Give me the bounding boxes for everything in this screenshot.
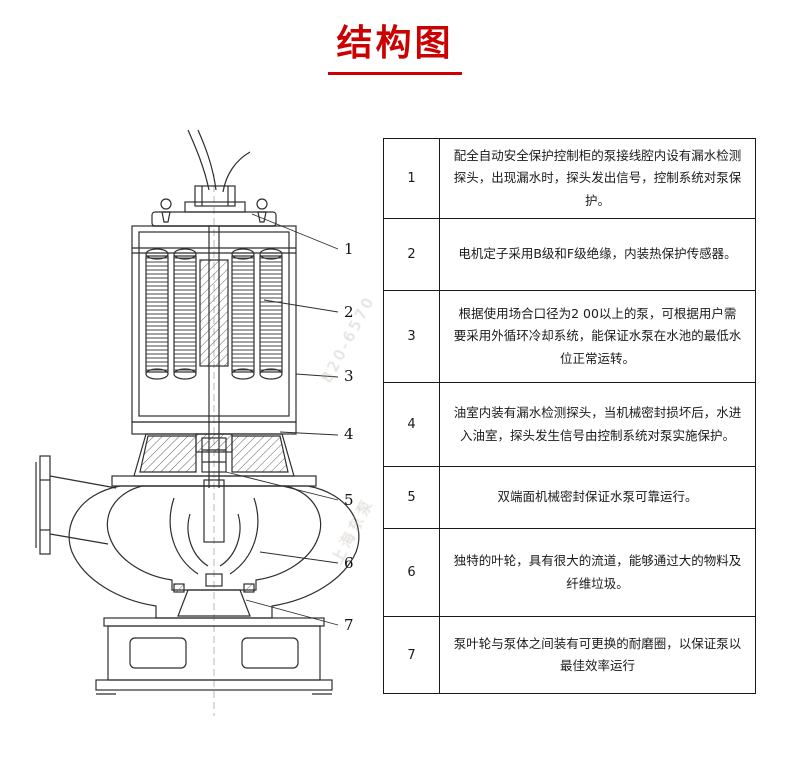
row-number-cell: 6 <box>384 529 440 616</box>
part-number-5: 5 <box>344 491 354 509</box>
part-number-3: 3 <box>344 367 354 385</box>
table-row: 6 独特的叶轮，具有很大的流道，能够通过大的物料及纤维垃圾。 <box>384 529 755 617</box>
row-text-cell: 独特的叶轮，具有很大的流道，能够通过大的物料及纤维垃圾。 <box>453 553 742 591</box>
oil-chamber <box>133 433 295 477</box>
pump-drawing: 1 2 3 4 5 6 7 <box>35 129 360 716</box>
power-cable <box>187 129 251 193</box>
leader-lines <box>225 213 339 626</box>
discharge-flange <box>35 455 117 555</box>
row-number-cell: 1 <box>384 139 440 218</box>
title-underline <box>328 72 462 75</box>
table-row: 4 油室内装有漏水检测探头，当机械密封损坏后，水进入油室，探头发生信号由控制系统对… <box>384 383 755 467</box>
row-number-cell: 4 <box>384 383 440 466</box>
row-number-cell: 7 <box>384 617 440 693</box>
part-number-6: 6 <box>344 554 354 572</box>
row-text-cell: 根据使用场合口径为2 00以上的泵，可根据用户需要采用外循环冷却系统，能保证水泵… <box>453 306 742 366</box>
impeller <box>169 479 259 587</box>
table-row: 2 电机定子采用B级和F级绝缘，内装热保护传感器。 <box>384 219 755 291</box>
suction-mouth <box>173 583 255 617</box>
row-text-cell: 泵叶轮与泵体之间装有可更换的耐磨圈，以保证泵以最佳效率运行 <box>453 635 742 673</box>
shaft <box>199 226 229 488</box>
row-text-cell: 电机定子采用B级和F级绝缘，内装热保护传感器。 <box>458 246 737 262</box>
row-text-cell: 油室内装有漏水检测探头，当机械密封损坏后，水进入油室，探头发生信号由控制系统对泵… <box>453 405 742 443</box>
part-number-7: 7 <box>344 616 354 634</box>
row-number-cell: 3 <box>384 291 440 382</box>
row-text-cell: 双端面机械密封保证水泵可靠运行。 <box>497 489 698 505</box>
part-number-1: 1 <box>344 240 354 258</box>
page-title: 结构图 <box>336 23 454 64</box>
mechanical-seal <box>201 437 227 473</box>
terminal-box <box>184 185 246 213</box>
table-row: 5 双端面机械密封保证水泵可靠运行。 <box>384 467 755 529</box>
part-number-2: 2 <box>344 303 354 321</box>
stator-winding <box>145 248 283 380</box>
part-number-4: 4 <box>344 425 354 443</box>
row-number-cell: 5 <box>384 467 440 528</box>
base-stand <box>95 617 333 695</box>
row-text-cell: 配全自动安全保护控制柜的泵接线腔内设有漏水检测探头，出现漏水时，探头发出信号，控… <box>453 148 742 208</box>
pump-diagram: 1 2 3 4 5 6 7 <box>12 128 380 743</box>
part-numbers: 1 2 3 4 5 6 7 <box>344 240 354 634</box>
table-row: 7 泵叶轮与泵体之间装有可更换的耐磨圈，以保证泵以最佳效率运行 <box>384 617 755 693</box>
row-number-cell: 2 <box>384 219 440 290</box>
